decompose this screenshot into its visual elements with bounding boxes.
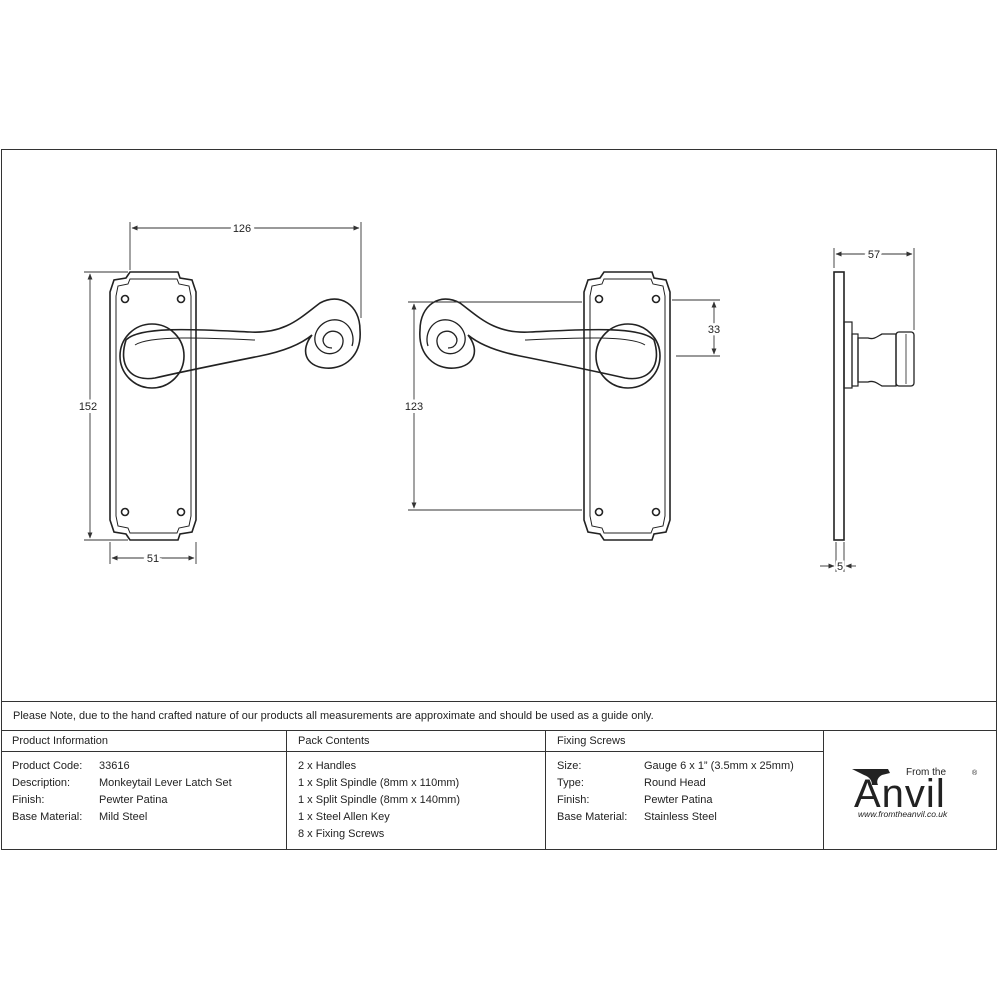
info-row: Base Material: Mild Steel <box>12 811 286 827</box>
pack-contents-title: Pack Contents <box>298 735 370 747</box>
side-lever-stem <box>857 333 897 387</box>
info-row: Product Code: 33616 <box>12 760 286 776</box>
front-scroll <box>314 319 354 355</box>
screw-hole <box>120 507 130 517</box>
pack-item: 1 x Split Spindle (8mm x 110mm) <box>298 777 460 789</box>
side-dimensions <box>820 248 915 572</box>
anvil-icon <box>852 769 890 785</box>
fixing-screws-title: Fixing Screws <box>557 735 626 747</box>
screw-value: Round Head <box>644 777 706 789</box>
dim-front-width: 126 <box>233 223 251 235</box>
back-rose <box>595 323 661 389</box>
info-label: Finish: <box>12 794 45 806</box>
back-lever <box>419 298 658 380</box>
dim-plate-thickness: 5 <box>837 561 843 573</box>
front-view <box>109 271 361 541</box>
info-row: Description: Monkeytail Lever Latch Set <box>12 777 286 793</box>
dim-plate-width: 51 <box>147 553 159 565</box>
info-value: 33616 <box>99 760 130 772</box>
screw-label: Base Material: <box>557 811 628 823</box>
dim-back-rose-offset: 33 <box>708 324 720 336</box>
screw-label: Finish: <box>557 794 590 806</box>
logo-brand: Anvil <box>854 772 946 816</box>
info-label: Description: <box>12 777 71 789</box>
dim-side-depth: 57 <box>868 249 880 261</box>
pack-contents-panel: Pack Contents 2 x Handles 1 x Split Spin… <box>287 731 546 850</box>
divider <box>287 751 545 752</box>
pack-item: 1 x Steel Allen Key <box>298 811 390 823</box>
back-scroll <box>426 319 466 355</box>
screw-hole <box>120 294 130 304</box>
info-label: Base Material: <box>12 811 83 823</box>
product-info-title: Product Information <box>12 735 108 747</box>
screw-hole <box>594 294 604 304</box>
drawing-area: 126 152 51 123 33 <box>76 220 915 575</box>
screw-value: Pewter Patina <box>644 794 713 806</box>
front-lever <box>122 298 361 380</box>
divider <box>1 751 286 752</box>
info-value: Monkeytail Lever Latch Set <box>99 777 232 789</box>
screw-label: Size: <box>557 760 582 772</box>
info-label: Product Code: <box>12 760 83 772</box>
info-row: Finish: Pewter Patina <box>12 794 286 810</box>
screw-row: Base Material: Stainless Steel <box>557 811 823 827</box>
info-value: Mild Steel <box>99 811 148 823</box>
drawing-frame <box>1 149 997 850</box>
front-rose <box>119 323 185 389</box>
pack-item: 2 x Handles <box>298 760 357 772</box>
screw-hole <box>176 294 186 304</box>
side-backplate <box>833 271 845 541</box>
screw-hole <box>651 507 661 517</box>
info-value: Pewter Patina <box>99 794 168 806</box>
screw-row: Finish: Pewter Patina <box>557 794 823 810</box>
pack-item: 1 x Split Spindle (8mm x 140mm) <box>298 794 460 806</box>
screw-value: Gauge 6 x 1” (3.5mm x 25mm) <box>644 760 794 772</box>
screw-label: Type: <box>557 777 584 789</box>
side-view <box>833 271 915 541</box>
front-backplate <box>109 271 197 541</box>
screw-row: Type: Round Head <box>557 777 823 793</box>
screw-row: Size: Gauge 6 x 1” (3.5mm x 25mm) <box>557 760 823 776</box>
back-backplate <box>583 271 671 541</box>
divider <box>546 751 823 752</box>
logo-url: www.fromtheanvil.co.uk <box>858 809 948 819</box>
dim-front-height: 152 <box>79 401 97 413</box>
product-info-panel: Product Information Product Code: 33616 … <box>1 731 287 850</box>
pack-item: 8 x Fixing Screws <box>298 828 385 840</box>
from-the-anvil-logo: From the Anvil ® www.fromtheanvil.co.uk <box>824 731 997 850</box>
dim-back-height: 123 <box>405 401 423 413</box>
logo-from-the: From the <box>906 767 946 778</box>
fixing-screws-panel: Fixing Screws Size: Gauge 6 x 1” (3.5mm … <box>546 731 824 850</box>
back-dimensions <box>408 299 720 511</box>
screw-hole <box>651 294 661 304</box>
measurement-note: Please Note, due to the hand crafted nat… <box>1 701 997 731</box>
back-view <box>419 271 671 541</box>
screw-value: Stainless Steel <box>644 811 717 823</box>
logo-registered: ® <box>972 769 978 777</box>
screw-hole <box>176 507 186 517</box>
front-dimensions <box>84 222 362 564</box>
screw-hole <box>594 507 604 517</box>
